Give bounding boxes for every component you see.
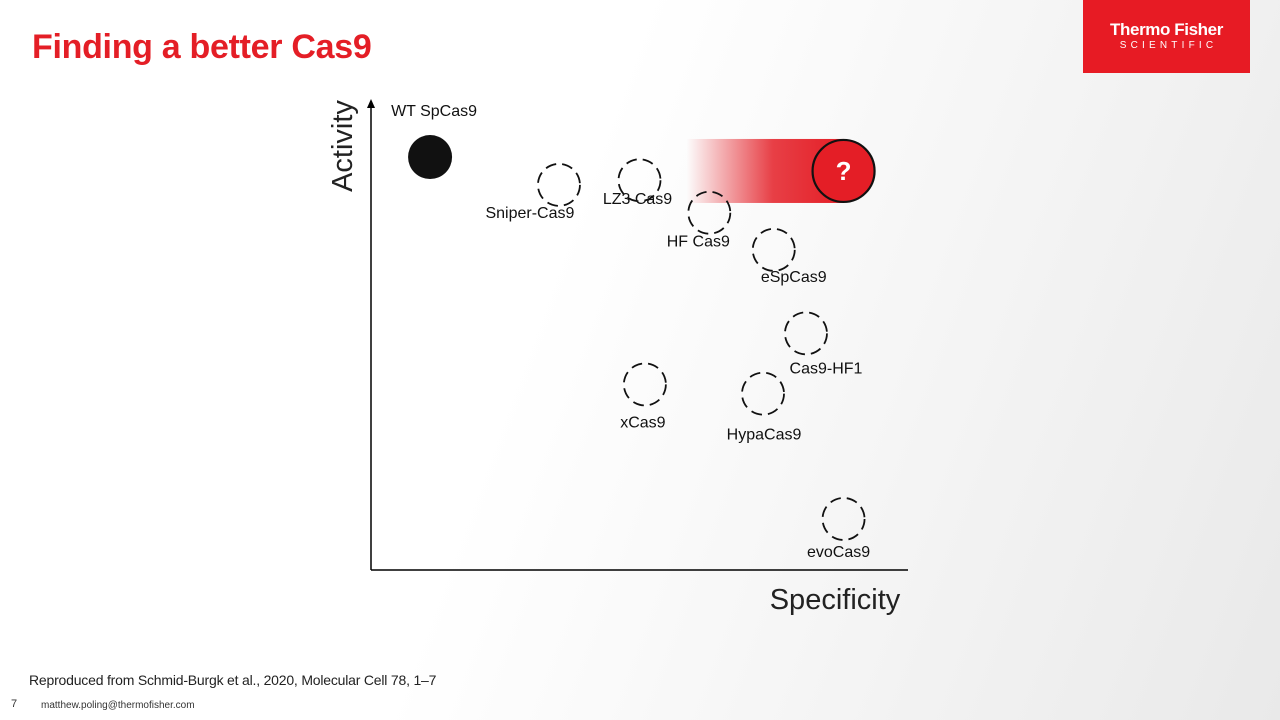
question-mark-label: ?	[836, 156, 852, 186]
point-wt-spcas9	[408, 135, 453, 180]
point-hf-cas9	[687, 190, 732, 235]
y-axis-label: Activity	[327, 100, 359, 192]
y-axis-arrowhead	[367, 99, 375, 108]
footer-email: matthew.poling@thermofisher.com	[41, 700, 195, 711]
point-sniper-cas9	[537, 162, 581, 207]
point-espcas9	[751, 227, 796, 272]
x-axis-label: Specificity	[770, 584, 901, 616]
point-label-espcas9: eSpCas9	[761, 269, 827, 286]
point-label-evocas9: evoCas9	[807, 544, 870, 561]
logo-line-2: SCIENTIFIC	[1119, 40, 1218, 51]
slide-title: Finding a better Cas9	[32, 28, 372, 66]
point-label-hypacas9: HypaCas9	[727, 427, 802, 444]
logo-line-1: Thermo Fisher	[1110, 20, 1223, 39]
point-label-lz3-cas9: LZ3 Cas9	[603, 191, 672, 208]
point-lz3-cas9	[617, 158, 662, 203]
point-cas9-hf1	[784, 311, 828, 356]
page-number: 7	[11, 698, 18, 710]
point-hypacas9	[741, 371, 785, 416]
point-label-hf-cas9: HF Cas9	[667, 234, 730, 251]
point-label-wt-spcas9: WT SpCas9	[391, 103, 477, 120]
point-evocas9	[821, 497, 866, 541]
target-question-marker	[811, 138, 876, 204]
point-label-xcas9: xCas9	[620, 414, 665, 431]
point-label-sniper-cas9: Sniper-Cas9	[485, 205, 574, 222]
thermo-fisher-logo: Thermo Fisher SCIENTIFIC	[1083, 0, 1250, 73]
citation-text: Reproduced from Schmid-Burgk et al., 202…	[29, 672, 437, 688]
point-xcas9	[622, 362, 667, 407]
point-label-cas9-hf1: Cas9-HF1	[790, 360, 863, 377]
